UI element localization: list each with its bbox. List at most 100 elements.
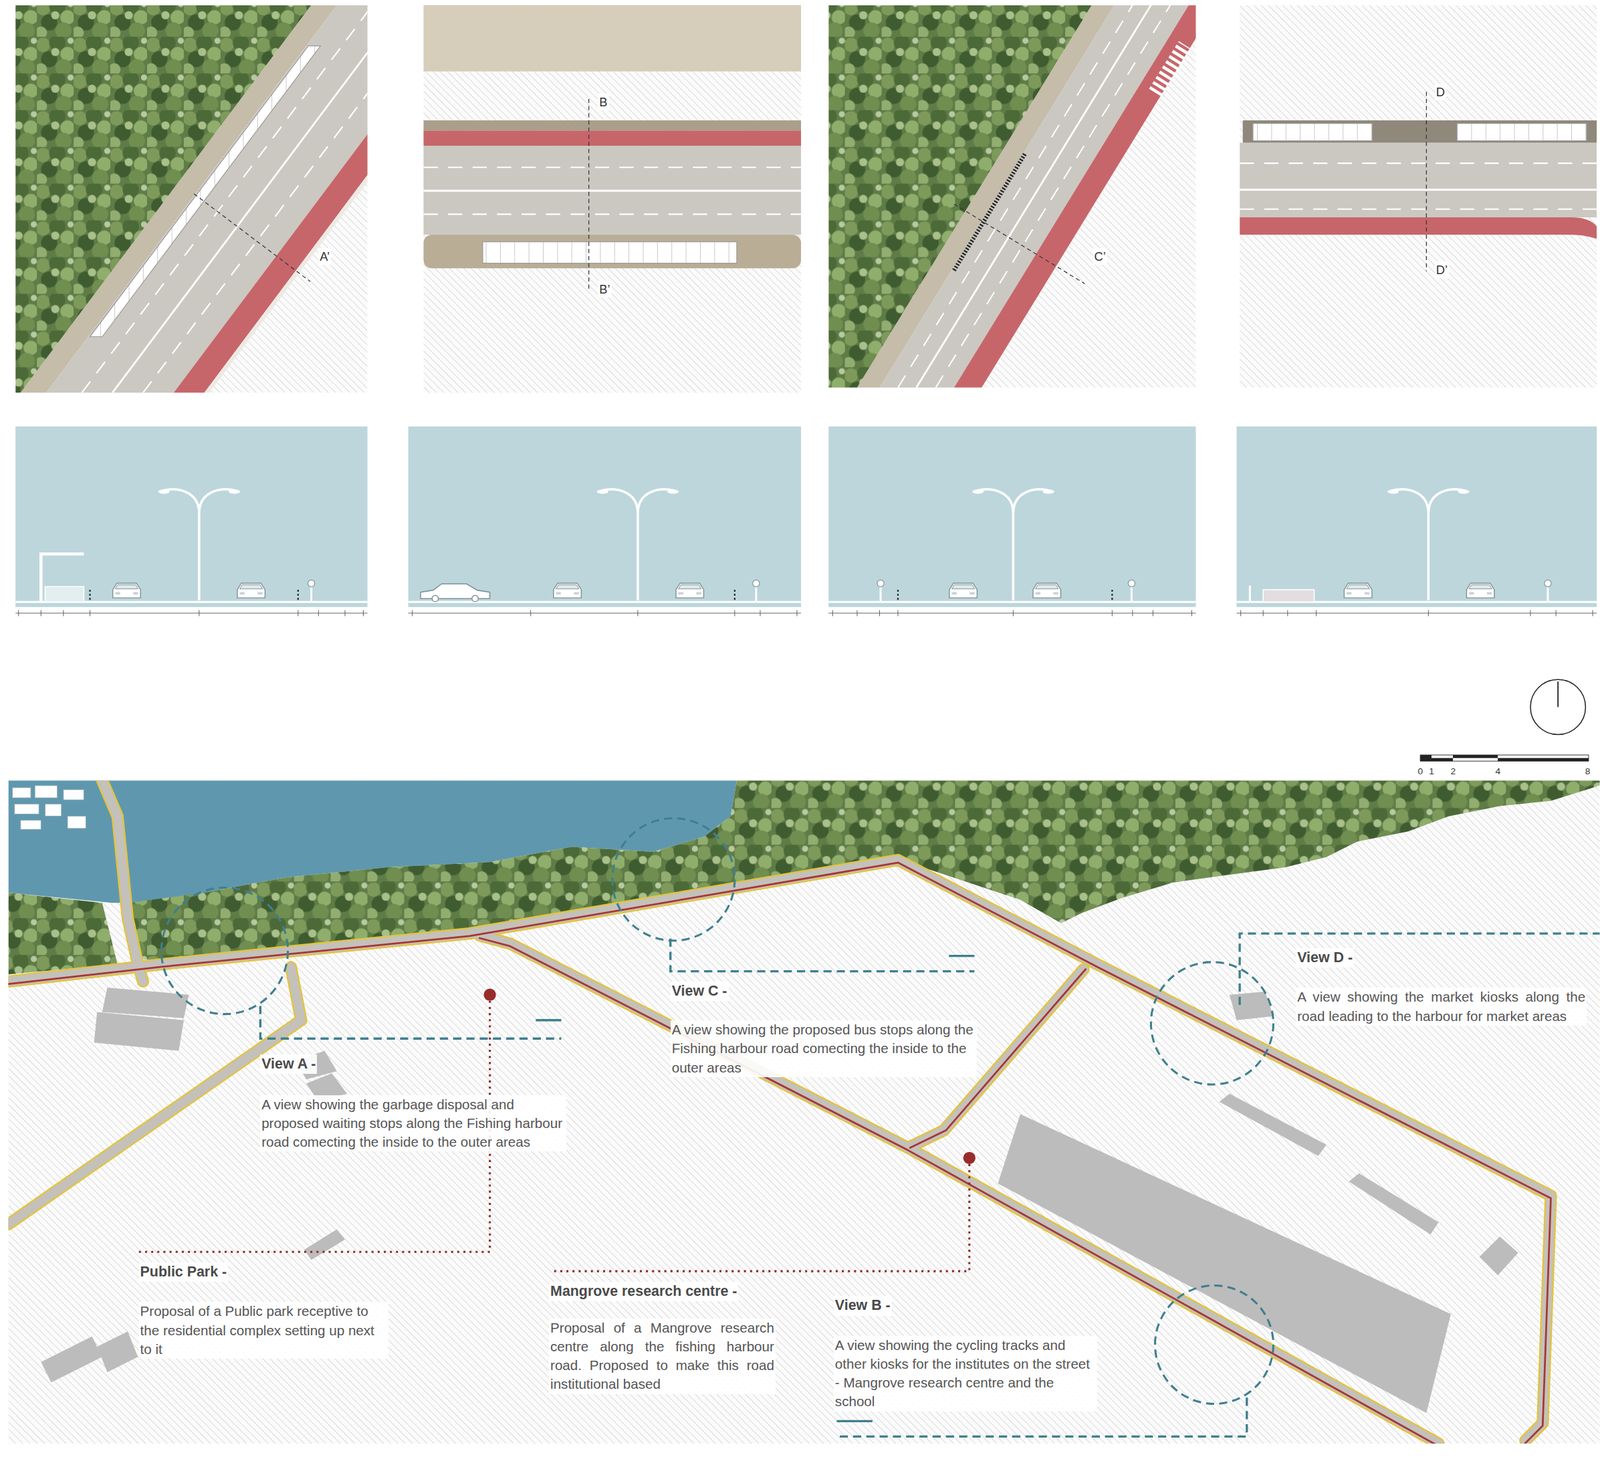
proposal-description: Proposal of a Mangrove research centre a…: [548, 1318, 776, 1395]
view-description: A view showing the garbage disposal and …: [260, 1095, 567, 1153]
bollard: [88, 589, 91, 602]
dimension-line: [408, 612, 802, 614]
building: [94, 1012, 184, 1052]
building: [304, 1229, 346, 1261]
car: [1343, 583, 1373, 598]
lane-dash: [423, 166, 802, 168]
ground-line: [828, 601, 1196, 604]
plan-c: [828, 5, 1196, 388]
scale-bar-block: [1452, 754, 1498, 759]
ground-line: [408, 601, 802, 604]
view-description: A view showing the cycling tracks and ot…: [833, 1335, 1098, 1412]
road: [8, 859, 1551, 1441]
scale-bar-frame: [1420, 754, 1589, 761]
view-marker: [948, 954, 975, 957]
view-description: A view showing the proposed bus stops al…: [670, 1020, 977, 1078]
market-kiosk: [1252, 123, 1373, 142]
proposal-heading: Mangrove research centre -: [548, 1281, 739, 1302]
bollard-figure: [308, 579, 315, 602]
section-line: [193, 193, 311, 282]
market-kiosk: [1263, 589, 1314, 602]
drain-grating: [954, 153, 1026, 271]
cycle-track: [954, 5, 1197, 388]
building: [1479, 1236, 1519, 1276]
view-circle: [161, 887, 288, 1014]
view-description: A view showing the market kiosks along t…: [1295, 987, 1587, 1025]
scale-bar-block: [1420, 754, 1432, 761]
plan-b: [423, 5, 802, 394]
view-circle: [1154, 1285, 1274, 1405]
road: [479, 935, 1439, 1444]
street-lamp: [1387, 489, 1469, 601]
view-marker: [836, 1420, 872, 1423]
road-edge: [479, 935, 1439, 1444]
view-heading: View A -: [260, 1054, 317, 1074]
view-leader: [260, 1005, 561, 1039]
building: [1348, 1173, 1439, 1235]
north-arrow: [1530, 679, 1586, 735]
section-sky: [15, 426, 368, 608]
proposal-description: Proposal of a Public park receptive to t…: [139, 1301, 390, 1359]
section-line: [1426, 91, 1427, 272]
lane-dash: [81, 5, 368, 394]
scale-number: 1: [1427, 765, 1436, 779]
street-lamp: [158, 489, 241, 601]
bus-shelter-bench: [44, 586, 84, 602]
village-house: [12, 787, 31, 798]
village-house: [34, 785, 58, 798]
proposal-dot: [484, 988, 497, 1001]
car: [553, 583, 582, 598]
dimension-line: [1236, 612, 1598, 614]
verge: [423, 120, 802, 131]
scale-bar-block: [1497, 758, 1589, 762]
dimension-line: [15, 612, 368, 614]
section-marker: B’: [597, 280, 612, 298]
lane-dash: [1239, 208, 1597, 210]
section-marker: A’: [318, 248, 331, 265]
lane-dash: [897, 5, 1133, 388]
market-kiosk: [1456, 123, 1587, 142]
village-house: [63, 789, 85, 800]
bus-shelter: [90, 46, 321, 337]
road: [102, 780, 144, 982]
north-arrow-needle: [1557, 681, 1559, 707]
bollard: [297, 589, 299, 602]
section-marker: C’: [1093, 248, 1108, 265]
mangrove-trees: [8, 892, 118, 975]
lane-line: [916, 5, 1151, 388]
bollard-figure: [1127, 579, 1135, 602]
scale-number: 0: [1416, 765, 1425, 779]
dimension-lines: [15, 609, 1597, 616]
dimension-line: [828, 612, 1196, 614]
section-line: [588, 98, 590, 292]
site-map: [8, 780, 1600, 1444]
lane-line: [423, 189, 802, 192]
lane-dash: [935, 5, 1171, 388]
view-heading: View D -: [1295, 948, 1354, 968]
site-hatch: [1239, 5, 1597, 388]
scale-number: 2: [1448, 765, 1457, 779]
buildings: [40, 987, 1518, 1413]
bollard-figure: [752, 579, 760, 602]
lane-dash: [1239, 162, 1597, 164]
village-house: [20, 820, 42, 830]
building: [1219, 1093, 1327, 1157]
lane-dash: [423, 213, 802, 215]
building: [40, 1336, 103, 1383]
view-circle: [1150, 962, 1274, 1085]
road-edge: [102, 780, 144, 982]
section-sky: [1236, 426, 1598, 608]
view-circle: [612, 818, 735, 941]
section-sky: [828, 426, 1196, 608]
view-leader: [670, 938, 975, 972]
car: [420, 583, 491, 602]
proposal-dot: [963, 1152, 976, 1165]
bollard-figure: [877, 579, 884, 602]
car: [675, 583, 705, 598]
road-edge: [8, 966, 301, 1225]
road: [8, 966, 301, 1225]
building: [96, 1331, 138, 1373]
bollard-figure: [1544, 579, 1552, 602]
road-network: [8, 780, 1551, 1444]
